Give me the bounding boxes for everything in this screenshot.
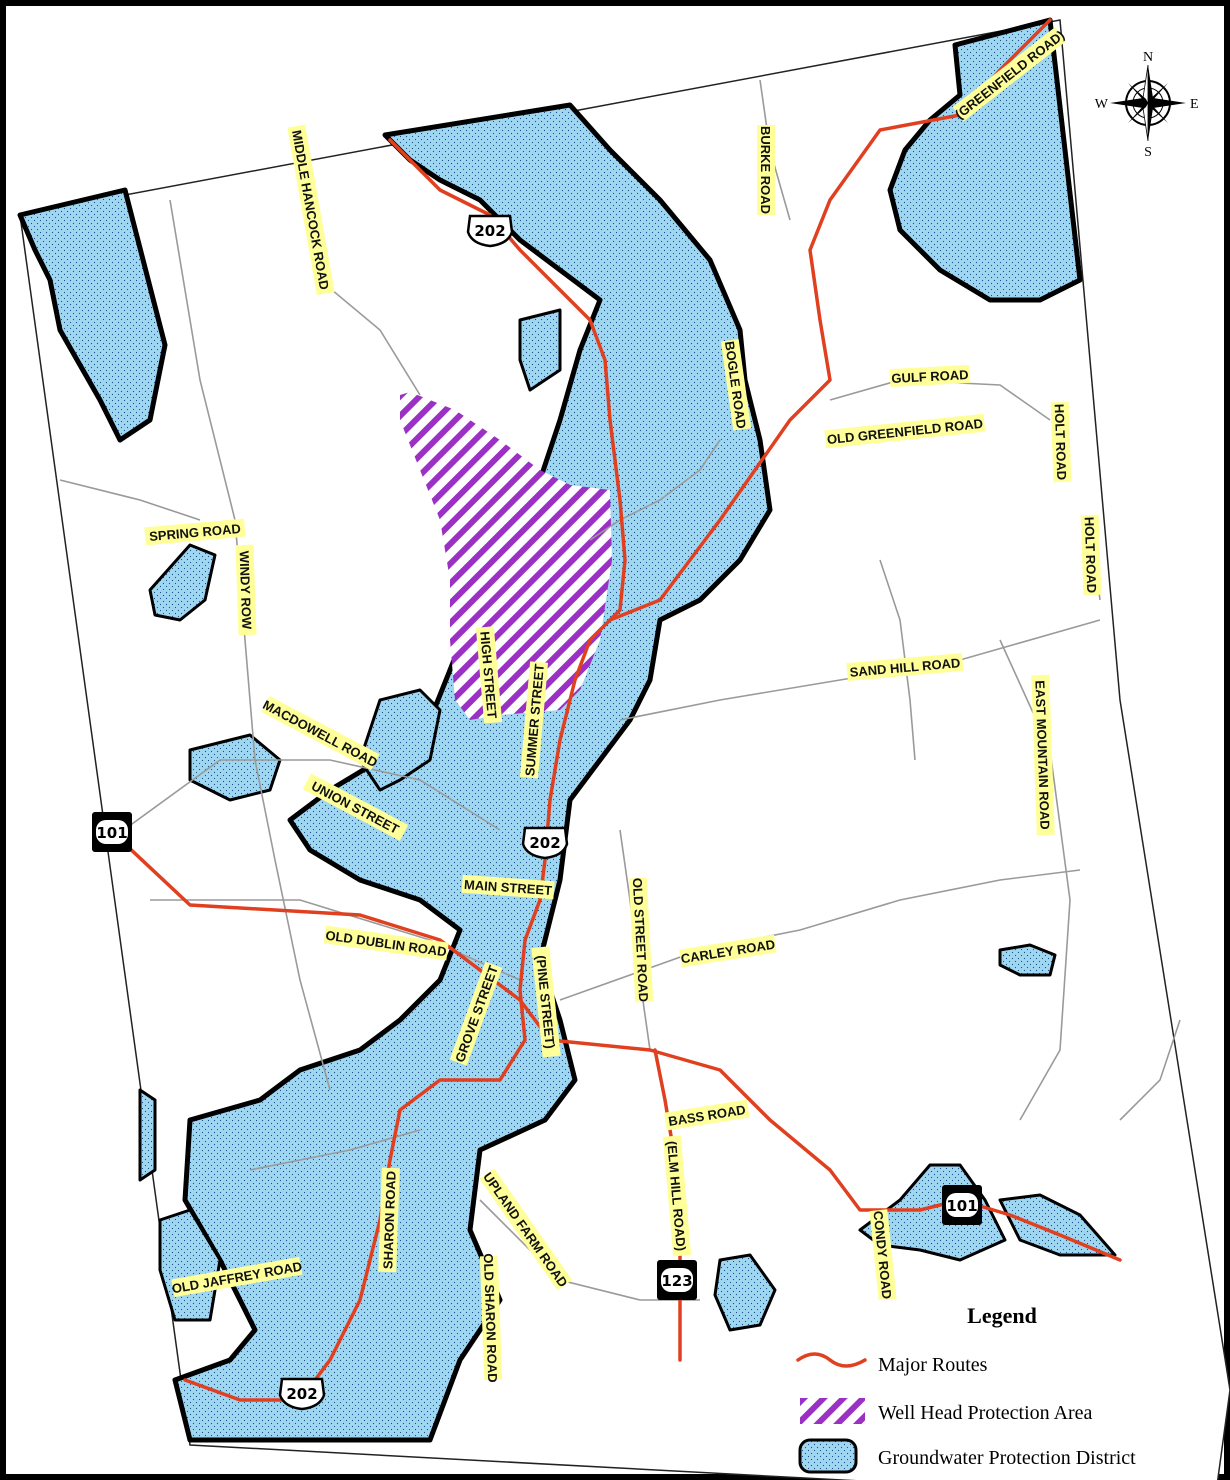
well-head-protection-area <box>400 392 612 720</box>
legend-major-routes-label: Major Routes <box>878 1354 988 1376</box>
svg-text:OLD STREET ROAD: OLD STREET ROAD <box>630 878 651 1003</box>
label-gulf-road: GULF ROAD <box>889 364 971 388</box>
nh-101-shield-east: 101 <box>942 1185 982 1225</box>
svg-text:101: 101 <box>96 824 127 842</box>
compass-rose-icon: N S E W <box>1095 50 1199 160</box>
groundwater-protection-district <box>17 17 1117 1443</box>
svg-text:BURKE ROAD: BURKE ROAD <box>758 126 773 214</box>
label-burke-road: BURKE ROAD <box>757 125 775 215</box>
label-holt-road-2: HOLT ROAD <box>1080 514 1102 596</box>
svg-text:101: 101 <box>946 1197 977 1215</box>
route-101 <box>108 828 1122 1262</box>
us-202-shield-north: 202 <box>466 214 514 248</box>
us-202-shield-south: 202 <box>278 1377 326 1411</box>
compass-w: W <box>1095 97 1109 112</box>
label-main-street: MAIN STREET <box>461 874 555 900</box>
compass-s: S <box>1144 145 1152 160</box>
nh-101-shield-west: 101 <box>92 812 132 852</box>
label-spring-road: SPRING ROAD <box>144 518 246 546</box>
us-202-shield-center: 202 <box>521 826 569 860</box>
label-holt-road-1: HOLT ROAD <box>1050 401 1072 483</box>
label-east-mountain-road: EAST MOUNTAIN ROAD <box>1031 674 1055 836</box>
legend-groundwater-label: Groundwater Protection District <box>878 1447 1136 1469</box>
label-old-sharon-road: OLD SHARON ROAD <box>479 1253 503 1383</box>
svg-text:SHARON ROAD: SHARON ROAD <box>380 1171 398 1270</box>
compass-e: E <box>1190 97 1199 112</box>
svg-text:123: 123 <box>661 1272 692 1290</box>
legend-well-head-swatch <box>800 1398 865 1424</box>
label-old-street-road: OLD STREET ROAD <box>628 878 654 1003</box>
legend-groundwater-swatch <box>798 1438 858 1474</box>
svg-text:GULF ROAD: GULF ROAD <box>891 367 969 386</box>
svg-text:HOLT ROAD: HOLT ROAD <box>1082 517 1100 594</box>
label-sharon-road: SHARON ROAD <box>378 1167 400 1273</box>
svg-text:WINDY ROW: WINDY ROW <box>237 551 255 631</box>
legend: Legend Major Routes Well Head Protection… <box>785 1300 1215 1475</box>
svg-text:OLD SHARON ROAD: OLD SHARON ROAD <box>481 1253 501 1383</box>
svg-text:HOLT ROAD: HOLT ROAD <box>1052 404 1070 481</box>
nh-123-shield: 123 <box>657 1260 697 1300</box>
svg-text:202: 202 <box>474 222 505 240</box>
legend-title: Legend <box>967 1303 1037 1328</box>
label-windy-row: WINDY ROW <box>235 544 257 636</box>
svg-text:EAST MOUNTAIN ROAD: EAST MOUNTAIN ROAD <box>1032 680 1052 830</box>
legend-major-routes-swatch <box>796 1352 867 1368</box>
svg-text:202: 202 <box>529 834 560 852</box>
svg-text:MAIN STREET: MAIN STREET <box>464 877 553 898</box>
compass-n: N <box>1143 50 1153 65</box>
label-high-street: HIGH STREET <box>475 626 503 724</box>
route-shields: 202 202 202 101 101 123 <box>92 214 982 1411</box>
legend-well-head-label: Well Head Protection Area <box>878 1402 1093 1424</box>
svg-text:202: 202 <box>286 1385 317 1403</box>
